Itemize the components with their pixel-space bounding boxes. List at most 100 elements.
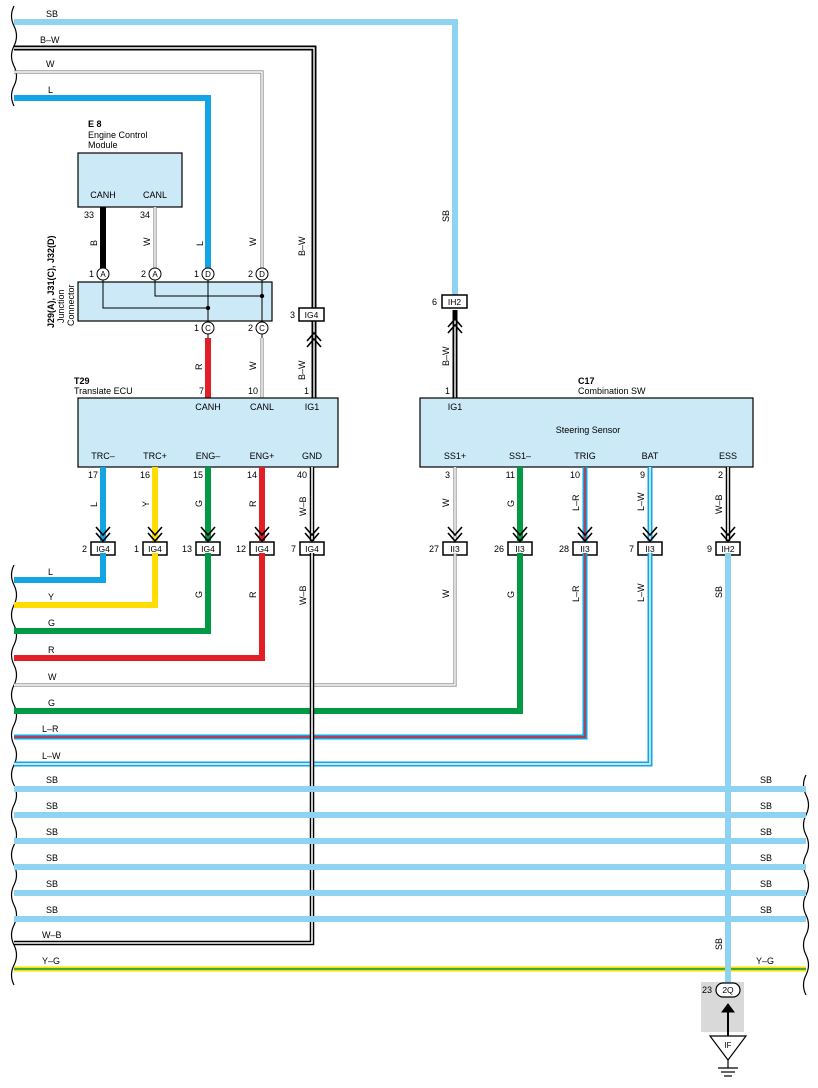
c17-bpin-no-3: 3 bbox=[445, 470, 450, 480]
label-yg-right: Y–G bbox=[756, 956, 774, 966]
wire-lr-lower-inner bbox=[14, 553, 586, 738]
connector-pin-no: 2 bbox=[82, 544, 87, 554]
connector-pin-no: 7 bbox=[291, 544, 296, 554]
label-v-bw1: B–W bbox=[297, 236, 307, 256]
chevron-down-icon bbox=[200, 526, 216, 543]
tecu-name: Translate ECU bbox=[74, 386, 133, 396]
ground-triangle bbox=[708, 1035, 748, 1061]
c17-bpin-no-10: 10 bbox=[570, 470, 580, 480]
ground-connector-box bbox=[715, 982, 741, 998]
tecu-pin-trc-minus: TRC– bbox=[91, 451, 115, 461]
chevron-down-icon bbox=[512, 526, 528, 543]
label-sb-right-1: SB bbox=[760, 775, 772, 785]
label-v-b: B bbox=[89, 240, 99, 246]
label-top-sb: SB bbox=[46, 9, 58, 19]
junction-id-label: J29(A), J31(C), J32(D) bbox=[46, 235, 56, 328]
connector-pin-no: 9 bbox=[707, 544, 712, 554]
junction-bpin-no-2: 2 bbox=[248, 323, 253, 333]
label-v-bw2: B–W bbox=[297, 360, 307, 380]
junction-pin-circle-3 bbox=[201, 267, 215, 281]
junction-pin-letter-4: D bbox=[259, 270, 265, 279]
junction-bpin-no-1: 1 bbox=[194, 323, 199, 333]
c17-inner-label: Steering Sensor bbox=[556, 425, 621, 435]
ih2-top-pin: 6 bbox=[432, 297, 437, 307]
ecm-id: E 8 bbox=[88, 119, 102, 129]
tecu-pin-canl: CANL bbox=[250, 402, 274, 412]
tecu-bpin-no-16: 16 bbox=[140, 470, 150, 480]
label-lo-g: G bbox=[48, 618, 55, 628]
ig4-top-pin: 3 bbox=[290, 310, 295, 320]
ig4-top-box bbox=[298, 307, 325, 322]
ground-pin-no: 23 bbox=[702, 985, 712, 995]
ig4-top-label: IG4 bbox=[305, 310, 319, 320]
label-v-w3: W bbox=[248, 361, 258, 370]
chevron-down-icon bbox=[642, 526, 658, 543]
connector-label: IG4 bbox=[148, 544, 162, 554]
junction-box bbox=[77, 281, 273, 322]
ecm-box bbox=[77, 152, 183, 208]
label-sb-left-2: SB bbox=[46, 801, 58, 811]
label-v2-r: R bbox=[248, 591, 258, 598]
junction-bpin-circle-1 bbox=[201, 321, 215, 335]
label-v-sb1: SB bbox=[441, 210, 451, 222]
c17-pin-bat: BAT bbox=[642, 451, 659, 461]
chevron-down-icon bbox=[147, 526, 163, 543]
junction-dot-1 bbox=[205, 305, 211, 311]
connector-label: IH2 bbox=[721, 544, 735, 554]
junction-dot-2 bbox=[259, 293, 265, 299]
chevron-down-icon bbox=[254, 526, 270, 543]
label-v2-g: G bbox=[194, 591, 204, 598]
ecm-name-line2: Module bbox=[88, 140, 118, 150]
label-v-gnd: W–B bbox=[298, 496, 308, 516]
tecu-bpin-no-40: 40 bbox=[297, 470, 307, 480]
label-sb-right-3: SB bbox=[760, 827, 772, 837]
connector-label: IG4 bbox=[255, 544, 269, 554]
wire-wb-lower-inner bbox=[14, 553, 313, 944]
label-lo-r: R bbox=[48, 645, 55, 655]
tecu-bpin-no-14: 14 bbox=[247, 470, 257, 480]
ground-point-label: IF bbox=[724, 1041, 731, 1050]
junction-name-line1: Junction bbox=[56, 289, 66, 323]
ecm-pin-no-33: 33 bbox=[84, 210, 94, 220]
label-sb-left-6: SB bbox=[46, 905, 58, 915]
wire-g2-lower bbox=[14, 553, 523, 714]
label-v-eng-minus: G bbox=[194, 500, 204, 507]
label-lo-wb: W–B bbox=[42, 930, 62, 940]
label-sb-left-4: SB bbox=[46, 853, 58, 863]
connector-ih2-pin-9: IH2 9 bbox=[707, 526, 741, 556]
chevron-up-icon bbox=[447, 317, 463, 334]
label-top-l: L bbox=[48, 85, 53, 95]
connector-label: IG4 bbox=[305, 544, 319, 554]
label-lo-l: L bbox=[48, 567, 53, 577]
label-v2-lr: L–R bbox=[571, 585, 581, 602]
chevron-down-icon bbox=[95, 526, 111, 543]
label-top-w: W bbox=[46, 59, 55, 69]
junction-pin-no-4: 2 bbox=[248, 269, 253, 279]
label-v-ss1minus: G bbox=[506, 500, 516, 507]
label-lo-w: W bbox=[48, 672, 57, 682]
junction-pin-letter-1: A bbox=[100, 270, 106, 279]
label-v2-lw: L–W bbox=[636, 583, 646, 602]
label-v-w2: W bbox=[248, 237, 258, 246]
tecu-bpin-no-15: 15 bbox=[193, 470, 203, 480]
tecu-pin-ig1: IG1 bbox=[305, 402, 320, 412]
tecu-top-pin-no-10: 10 bbox=[248, 386, 258, 396]
c17-pin-ss1minus: SS1– bbox=[509, 451, 531, 461]
ecm-pin-canh: CANH bbox=[90, 190, 116, 200]
ih2-top-label: IH2 bbox=[448, 297, 462, 307]
label-sb-right-5: SB bbox=[760, 879, 772, 889]
tecu-pin-eng-plus: ENG+ bbox=[250, 451, 275, 461]
wire-g-lower bbox=[14, 553, 211, 634]
junction-pin-letter-2: A bbox=[152, 270, 158, 279]
label-lo-g2: G bbox=[48, 698, 55, 708]
label-top-bw: B–W bbox=[40, 35, 60, 45]
junction-pin-no-2: 2 bbox=[141, 269, 146, 279]
wire-bw-top-inner bbox=[14, 47, 315, 310]
label-sb-right-6: SB bbox=[760, 905, 772, 915]
tecu-pin-canh: CANH bbox=[195, 402, 221, 412]
c17-name: Combination SW bbox=[578, 386, 646, 396]
